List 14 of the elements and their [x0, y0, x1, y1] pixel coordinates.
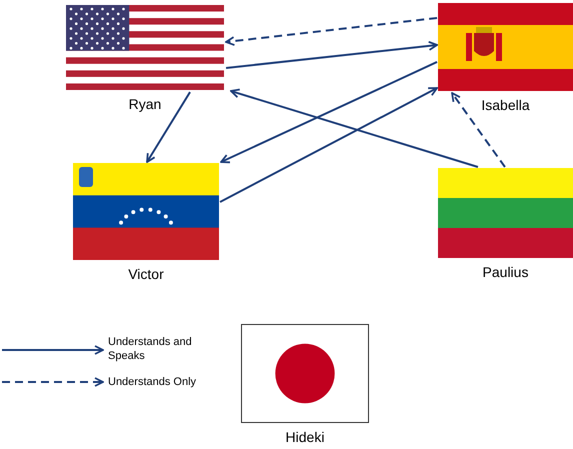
legend-text: Understands and Speaks	[108, 335, 193, 363]
person-name: Ryan	[128, 96, 162, 112]
arrow	[220, 61, 438, 164]
person-name: Hideki	[286, 429, 324, 445]
arrow	[225, 16, 438, 46]
arrow	[226, 40, 438, 69]
arrow	[230, 88, 478, 168]
person-name: Victor	[128, 266, 164, 282]
arrow	[146, 92, 191, 163]
arrow	[220, 87, 438, 203]
legend-text: Understands Only	[108, 375, 198, 389]
arrow	[451, 92, 506, 168]
person-name: Isabella	[481, 97, 530, 113]
person-name: Paulius	[482, 264, 528, 280]
